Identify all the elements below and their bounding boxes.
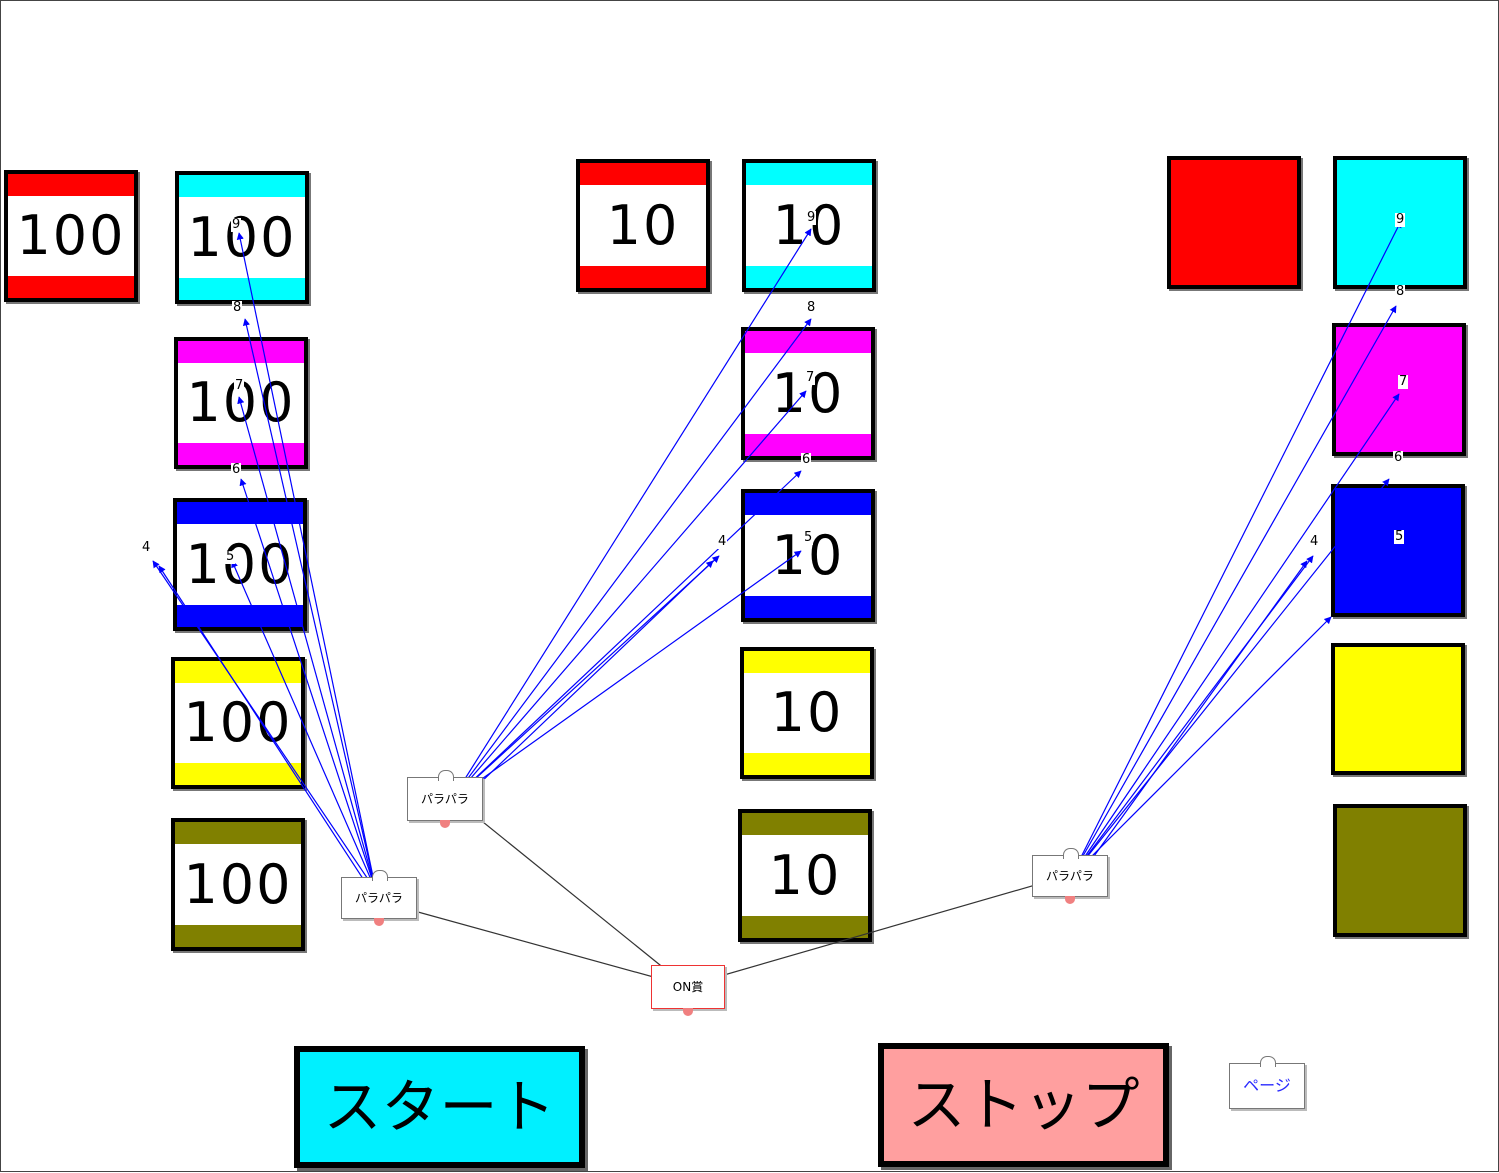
card-solid-olive[interactable] — [1333, 804, 1467, 937]
tag-8: 8 — [1395, 284, 1406, 300]
card-value: 10 — [768, 843, 842, 907]
tag-4: 4 — [1309, 534, 1320, 550]
parapara-node-10[interactable]: パラパラ — [407, 770, 483, 828]
card-value: 100 — [16, 204, 126, 267]
card-solid-blue[interactable] — [1331, 484, 1465, 617]
tag-5: 5 — [1394, 529, 1405, 545]
card-10-yellow[interactable]: 10 — [740, 647, 874, 779]
tag-6: 6 — [1393, 450, 1404, 466]
page-button[interactable]: ページ — [1229, 1056, 1305, 1109]
card-100-cyan[interactable]: 100 — [175, 171, 309, 304]
on-prize-node[interactable]: ON賞 — [651, 965, 725, 1016]
tag-5: 5 — [803, 530, 814, 546]
tag-9: 9 — [806, 210, 817, 226]
tag-7: 7 — [805, 370, 816, 386]
page-button-label: ページ — [1243, 1076, 1291, 1095]
tag-9: 9 — [231, 217, 242, 233]
start-button[interactable]: スタート — [294, 1046, 585, 1168]
parapara-node-100[interactable]: パラパラ — [341, 870, 417, 926]
card-100-blue[interactable]: 100 — [173, 498, 307, 631]
tag-8: 8 — [232, 300, 243, 316]
tag-4: 4 — [141, 540, 152, 556]
reference-card-solid[interactable] — [1167, 156, 1301, 289]
card-10-olive[interactable]: 10 — [738, 809, 872, 942]
tag-9: 9 — [1395, 212, 1406, 228]
node-label: ON賞 — [672, 980, 704, 994]
card-10-magenta[interactable]: 10 — [741, 327, 875, 460]
tag-7: 7 — [234, 378, 245, 394]
card-solid-yellow[interactable] — [1331, 643, 1465, 775]
tag-7: 7 — [1398, 374, 1409, 390]
card-10-blue[interactable]: 10 — [741, 489, 875, 622]
card-value: 10 — [606, 193, 680, 257]
node-label: パラパラ — [355, 891, 403, 905]
tag-4: 4 — [717, 534, 728, 550]
parapara-node-1[interactable]: パラパラ — [1032, 848, 1108, 904]
tag-6: 6 — [801, 452, 812, 468]
card-value: 10 — [770, 681, 844, 744]
tag-6: 6 — [231, 462, 242, 478]
node-label: パラパラ — [1046, 869, 1094, 883]
reference-card-100[interactable]: 100 — [4, 170, 138, 302]
stop-button[interactable]: ストップ — [878, 1043, 1169, 1167]
reference-card-10[interactable]: 10 — [576, 159, 710, 292]
tag-8: 8 — [806, 300, 817, 316]
card-100-olive[interactable]: 100 — [171, 818, 305, 951]
card-value: 100 — [183, 852, 293, 916]
tag-5: 5 — [225, 549, 236, 565]
node-label: パラパラ — [421, 792, 469, 806]
card-100-yellow[interactable]: 100 — [171, 657, 305, 789]
